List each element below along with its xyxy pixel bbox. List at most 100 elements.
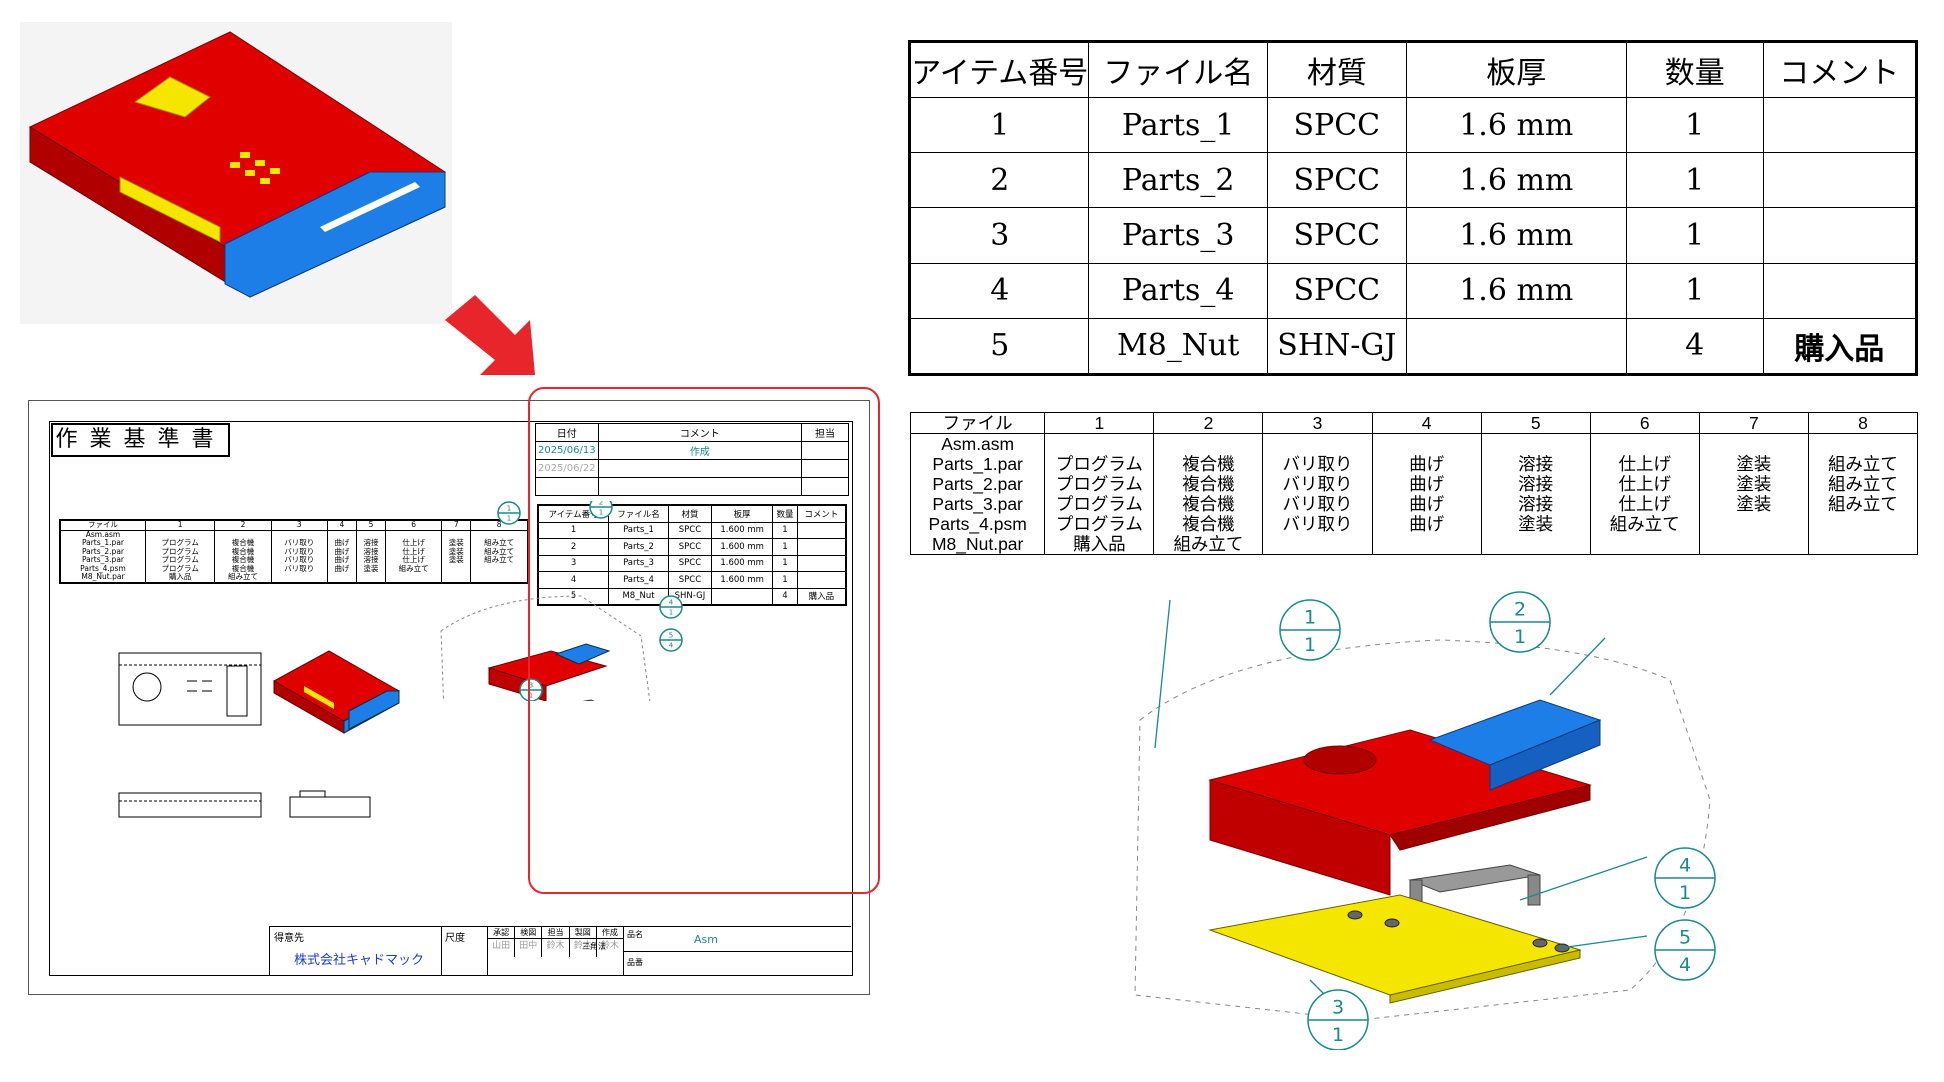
process-cell: バリ取り bbox=[1262, 514, 1373, 534]
sheet-process-header-row: ファイル 1 2 3 4 5 6 7 8 bbox=[59, 520, 529, 531]
sheet-bom-header-cell: コメント bbox=[796, 504, 847, 523]
process-cell: 曲げ bbox=[1371, 474, 1482, 494]
bom-cell bbox=[1762, 152, 1918, 209]
highlight-frame bbox=[528, 387, 880, 894]
sheet-process-cell: バリ取り bbox=[270, 564, 328, 573]
process-cell: プログラム bbox=[1044, 474, 1155, 494]
sheet-process-cell: 曲げ bbox=[326, 564, 357, 573]
sheet-part-balloon: 11 bbox=[497, 501, 521, 525]
sheet-bom-header-cell: 材質 bbox=[667, 504, 713, 523]
process-cell: 曲げ bbox=[1371, 514, 1482, 534]
approval-label: 作成 bbox=[596, 927, 624, 939]
process-cell bbox=[1807, 534, 1919, 555]
approval-label: 担当 bbox=[542, 927, 569, 939]
process-cell bbox=[1371, 534, 1482, 555]
sheet-part-balloon: 31 bbox=[519, 678, 543, 701]
bom-cell: 1.6 mm bbox=[1405, 207, 1627, 264]
sheet-process-row: Asm.asm bbox=[59, 530, 529, 539]
sheet-bom-cell: 購入品 bbox=[796, 587, 847, 606]
sheet-process-cell bbox=[470, 564, 529, 573]
down-right-arrow-icon bbox=[445, 295, 535, 375]
process-cell bbox=[1371, 433, 1482, 454]
sheet-process-cell: プログラム bbox=[144, 555, 216, 565]
process-cell bbox=[1044, 433, 1155, 454]
process-cell: 組み立て bbox=[1807, 494, 1919, 514]
part-name: Asm bbox=[694, 933, 718, 946]
approver-name: 山田 bbox=[492, 941, 511, 951]
bom-cell: M8_Nut bbox=[1088, 317, 1268, 376]
process-header-cell: 3 bbox=[1262, 412, 1373, 434]
sheet-process-cell bbox=[270, 573, 328, 583]
approver-name: 鈴木 bbox=[600, 941, 619, 951]
process-cell: 仕上げ bbox=[1589, 474, 1700, 494]
isometric-model-render bbox=[20, 22, 452, 324]
process-cell bbox=[1807, 514, 1919, 534]
part-number-label: 品番 bbox=[627, 958, 643, 967]
sheet-process-cell: プログラム bbox=[144, 547, 216, 556]
sheet-part-balloon-bottom: 1 bbox=[599, 509, 603, 517]
sheet-part-balloon-top: 1 bbox=[507, 505, 511, 513]
bom-cell: SPCC bbox=[1266, 207, 1407, 264]
process-cell: 組み立て bbox=[1807, 454, 1919, 474]
process-cell bbox=[1698, 514, 1809, 534]
process-cell: 組み立て bbox=[1153, 534, 1264, 555]
bom-cell: 1 bbox=[1625, 262, 1764, 319]
sheet-process-cell: 購入品 bbox=[144, 572, 216, 583]
process-cell: 曲げ bbox=[1371, 494, 1482, 514]
process-cell: 購入品 bbox=[1044, 534, 1155, 555]
scale-cell: 尺度 bbox=[441, 927, 488, 975]
revision-row-empty bbox=[535, 477, 849, 496]
process-cell: Parts_3.par bbox=[909, 494, 1046, 514]
sheet-part-balloon-bottom: 1 bbox=[669, 609, 673, 617]
sheet-process-cell: プログラム bbox=[144, 538, 216, 548]
process-cell: プログラム bbox=[1044, 514, 1155, 534]
sheet-process-cell bbox=[270, 530, 328, 539]
bom-cell: Parts_2 bbox=[1088, 152, 1268, 209]
process-cell: Asm.asm bbox=[909, 433, 1046, 454]
approval-box: 製図鈴木 bbox=[569, 927, 597, 957]
bom-cell: SPCC bbox=[1266, 152, 1407, 209]
process-header-cell: 7 bbox=[1698, 412, 1809, 434]
part-balloon: 11 bbox=[1279, 599, 1341, 661]
sheet-part-balloon-top: 2 bbox=[599, 501, 603, 507]
top-view-drawing bbox=[289, 790, 371, 818]
bom-cell: 1.6 mm bbox=[1405, 152, 1627, 209]
process-cell: 溶接 bbox=[1480, 454, 1591, 474]
revision-header-row: 日付 コメント 担当 bbox=[535, 423, 849, 442]
sheet-part-balloon-bottom: 1 bbox=[507, 515, 511, 523]
process-cell bbox=[1480, 433, 1591, 454]
process-header-cell: 1 bbox=[1044, 412, 1155, 434]
approval-label: 承認 bbox=[488, 927, 515, 939]
process-cell bbox=[1589, 433, 1700, 454]
approval-cell: 承認山田検図田中担当鈴木製図鈴木作成鈴木 三角法 bbox=[487, 927, 625, 975]
part-balloon-bottom: 1 bbox=[1332, 1024, 1344, 1046]
sheet-part-balloon: 54 bbox=[659, 628, 683, 652]
customer-cell: 得意先 株式会社キャドマック bbox=[269, 927, 442, 975]
sheet-part-balloon-top: 5 bbox=[669, 632, 673, 640]
sheet-process-header-cell: 2 bbox=[214, 520, 272, 531]
process-cell bbox=[1480, 534, 1591, 555]
sheet-process-cell bbox=[470, 530, 529, 539]
process-cell bbox=[1262, 534, 1373, 555]
process-cell: 仕上げ bbox=[1589, 494, 1700, 514]
bom-cell: Parts_3 bbox=[1088, 207, 1268, 264]
process-cell bbox=[1807, 433, 1919, 454]
front-view-drawing bbox=[118, 652, 262, 726]
sheet-process-cell bbox=[355, 573, 386, 583]
sheet-process-header-cell: 1 bbox=[144, 520, 216, 531]
bom-cell: SHN-GJ bbox=[1266, 317, 1407, 376]
iso-view-drawing bbox=[272, 650, 401, 734]
process-cell: Parts_1.par bbox=[909, 454, 1046, 474]
sheet-part-balloon: 21 bbox=[589, 501, 613, 519]
bom-cell: 4 bbox=[1625, 317, 1764, 376]
process-cell: Parts_2.par bbox=[909, 474, 1046, 494]
process-cell: プログラム bbox=[1044, 454, 1155, 474]
sheet-process-cell: プログラム bbox=[144, 564, 216, 573]
